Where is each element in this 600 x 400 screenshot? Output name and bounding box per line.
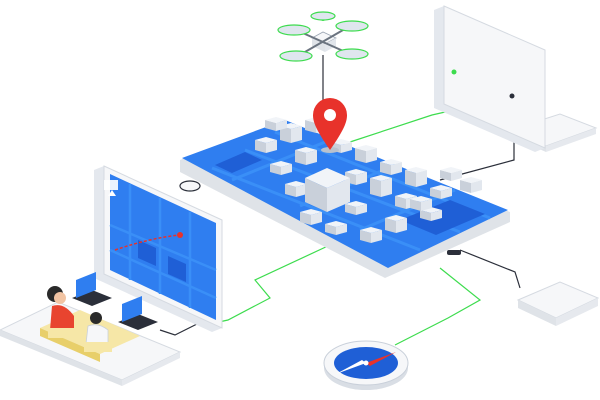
building-roof — [300, 209, 322, 215]
building-side — [306, 150, 317, 165]
building-side — [421, 199, 432, 211]
building-roof — [380, 159, 402, 165]
building-side — [325, 224, 336, 235]
monitor-tall-screen — [443, 5, 546, 149]
drone-icon — [277, 11, 369, 62]
operator-person — [84, 312, 112, 352]
building-side — [396, 218, 407, 233]
building-side — [305, 120, 316, 133]
laptop — [72, 272, 112, 306]
building-side — [371, 230, 382, 243]
map-buildings — [255, 117, 482, 243]
operator-desk — [0, 272, 182, 386]
building-roof — [285, 181, 307, 187]
map-water-block — [215, 152, 262, 173]
building-side — [265, 120, 276, 131]
building-side — [296, 184, 307, 197]
building-roof — [345, 169, 367, 175]
building-side — [295, 150, 306, 165]
building-side — [355, 148, 366, 163]
building-side — [451, 170, 462, 181]
compass-icon — [323, 340, 409, 390]
building-roof — [295, 147, 317, 153]
map-marker-icon[interactable] — [108, 190, 116, 196]
drone-rotor — [277, 24, 311, 36]
map-layer-icon[interactable] — [104, 180, 118, 190]
building-side — [360, 230, 371, 243]
building-side — [285, 184, 296, 197]
building-side — [356, 172, 367, 185]
building-side — [266, 140, 277, 153]
building-roof — [440, 167, 462, 173]
building-roof — [385, 215, 407, 221]
building-side — [416, 170, 427, 187]
building-side — [341, 142, 352, 153]
building-side — [420, 210, 431, 221]
building-side — [255, 140, 266, 153]
building-roof — [430, 185, 452, 191]
monitor-map-screen — [94, 165, 223, 332]
building-roof — [355, 145, 377, 151]
map-route — [114, 234, 181, 251]
building-roof — [325, 221, 347, 227]
building-side — [405, 170, 416, 187]
building-roof — [370, 175, 392, 181]
building-roof — [460, 177, 482, 183]
building-side — [281, 164, 292, 175]
road — [211, 166, 421, 252]
cable-tablet-to-router — [459, 249, 521, 289]
road — [231, 138, 331, 182]
router-box — [516, 281, 600, 326]
tablet-home-button[interactable] — [179, 180, 201, 192]
laptop — [118, 296, 158, 330]
building-side — [395, 196, 406, 209]
building-roof — [410, 196, 432, 202]
building-side — [460, 180, 471, 193]
central-building — [305, 168, 350, 212]
building-side — [345, 204, 356, 215]
building-side — [441, 188, 452, 199]
building-roof — [270, 161, 292, 167]
location-pin-icon — [313, 98, 347, 153]
building-roof — [395, 193, 417, 199]
building-side — [471, 180, 482, 193]
building-side — [380, 162, 391, 175]
drone-rotor — [310, 11, 336, 21]
drone-rotor — [335, 20, 369, 32]
building-side — [270, 164, 281, 175]
building-side — [391, 162, 402, 175]
operator-person — [47, 286, 76, 338]
building-side — [410, 199, 421, 211]
drone-rotor — [335, 48, 369, 60]
building-roof — [255, 137, 277, 143]
building-side — [440, 170, 451, 181]
building-side — [431, 210, 442, 221]
cable-tablet-to-compass — [394, 267, 482, 346]
building-side — [276, 120, 287, 131]
map-water-block — [400, 200, 485, 235]
building-side — [430, 188, 441, 199]
map-screen-roads — [109, 184, 217, 308]
cable-monitor-to-desk — [159, 319, 206, 336]
drone-rotor — [279, 50, 313, 62]
monitor-tall — [434, 5, 598, 152]
building-side — [300, 212, 311, 225]
building-side — [280, 126, 291, 143]
building-side — [311, 212, 322, 225]
building-roof — [345, 201, 367, 207]
cable-tablet-to-monitor-map — [204, 244, 331, 326]
building-roof — [265, 117, 287, 123]
building-side — [366, 148, 377, 163]
building-side — [381, 178, 392, 197]
building-side — [370, 178, 381, 197]
building-side — [291, 126, 302, 143]
building-side — [336, 224, 347, 235]
tablet-port — [447, 250, 461, 255]
building-side — [356, 204, 367, 215]
building-roof — [405, 167, 427, 173]
building-roof — [360, 227, 382, 233]
tablet-city-map — [179, 117, 510, 278]
building-side — [385, 218, 396, 233]
